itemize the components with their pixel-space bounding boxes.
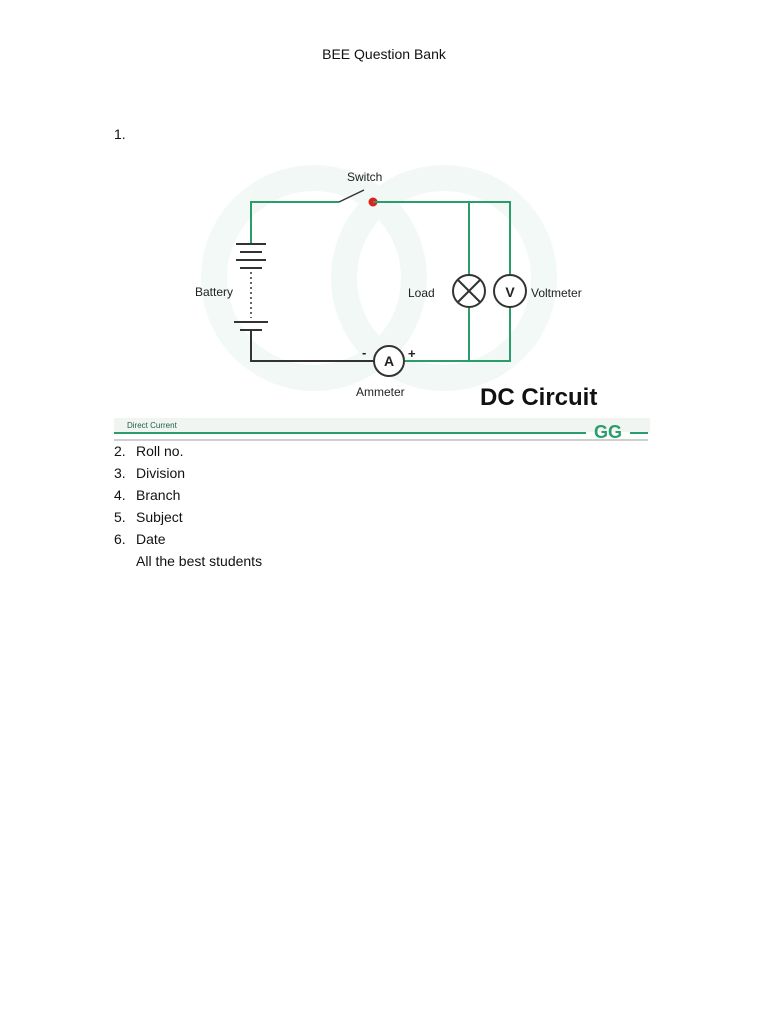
wire-bottom-left (250, 330, 374, 362)
list-item-text: Subject (136, 509, 183, 525)
wire-top-right (373, 201, 511, 274)
list-item: 6.Date (114, 531, 185, 553)
wire-top-left (250, 201, 339, 243)
question-1-number: 1. (114, 126, 126, 142)
battery-symbol (234, 243, 268, 331)
info-list: 2.Roll no. 3.Division 4.Branch 5.Subject… (114, 443, 185, 553)
list-item: 5.Subject (114, 509, 185, 531)
figure-footer-band (114, 418, 650, 432)
ammeter-minus-label: - (362, 345, 366, 360)
ammeter-symbol (373, 345, 405, 377)
list-item: 2.Roll no. (114, 443, 185, 465)
list-item-text: Roll no. (136, 443, 184, 459)
list-item-text: Division (136, 465, 186, 481)
dc-circuit-diagram: A - + V Switch Battery Load Voltmeter Am… (114, 165, 650, 442)
voltmeter-label: Voltmeter (531, 286, 582, 300)
wire-bottom-right (405, 306, 511, 362)
voltmeter-symbol-letter: V (505, 284, 515, 300)
watermark-logo (201, 165, 557, 391)
ammeter-label: Ammeter (356, 385, 405, 399)
page-title: BEE Question Bank (322, 46, 446, 62)
dc-circuit-figure: A - + V Switch Battery Load Voltmeter Am… (114, 160, 650, 444)
closing-text: All the best students (136, 553, 263, 569)
switch-label: Switch (347, 170, 382, 184)
figure-footer-tag: Direct Current (127, 421, 178, 430)
load-label: Load (408, 286, 435, 300)
switch-blade (338, 189, 365, 203)
list-item: 4.Branch (114, 487, 185, 509)
list-item-text: Branch (136, 487, 181, 503)
figure-title: DC Circuit (480, 384, 597, 411)
voltmeter-symbol (493, 274, 527, 308)
list-item: 3.Division (114, 465, 185, 487)
list-item-text: Date (136, 531, 166, 547)
ammeter-plus-label: + (408, 346, 416, 361)
logo-icon: GG (594, 422, 622, 442)
ammeter-symbol-letter: A (384, 353, 394, 369)
battery-label: Battery (195, 285, 233, 299)
